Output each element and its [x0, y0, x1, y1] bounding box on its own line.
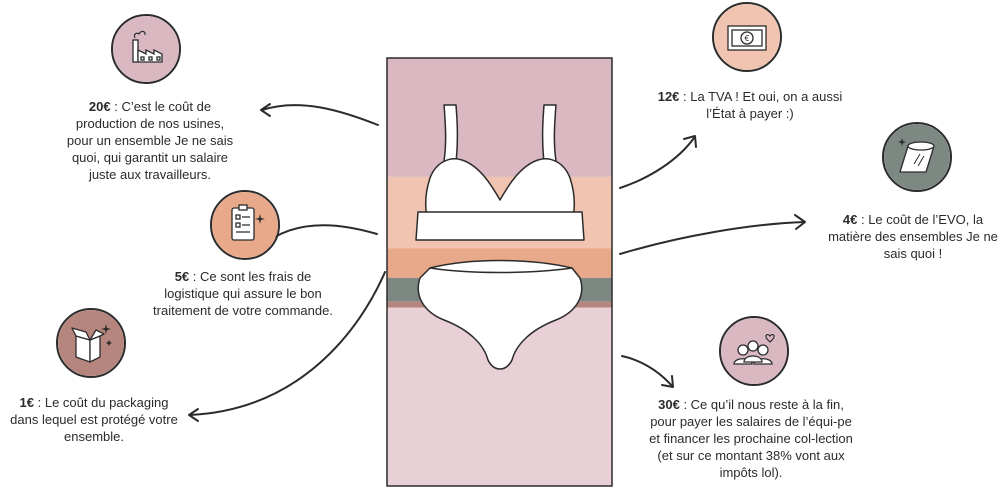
arrow-production: [261, 104, 379, 126]
label-margin: 30€ : Ce qu’il nous reste à la fin, pour…: [646, 396, 856, 481]
amount-production: 20€: [88, 99, 111, 114]
label-production: 20€ : C’est le coût de production de nos…: [62, 98, 238, 183]
svg-text:€: €: [744, 34, 749, 43]
label-logistics: 5€ : Ce sont les frais de logistique qui…: [150, 268, 336, 319]
text-logistics: : Ce sont les frais de logistique qui as…: [153, 269, 333, 318]
connector-arrows: [188, 103, 806, 422]
text-margin: : Ce qu’il nous reste à la fin, pour pay…: [649, 397, 853, 480]
text-vat: : La TVA ! Et oui, on a aussi l’État à p…: [679, 89, 843, 121]
arrow-packaging: [189, 271, 386, 416]
label-packaging: 1€ : Le coût du packaging dans lequel es…: [6, 394, 182, 445]
text-production: : C’est le coût de production de nos usi…: [66, 99, 234, 182]
arrow-vat: [619, 137, 695, 189]
team-icon: [719, 316, 789, 386]
clipboard-icon: [210, 190, 280, 260]
box-icon: [56, 308, 126, 378]
bra-illustration: [415, 104, 585, 241]
amount-logistics: 5€: [174, 269, 190, 284]
amount-fabric: 4€: [842, 212, 858, 227]
amount-vat: 12€: [657, 89, 680, 104]
banknote-icon: €: [712, 2, 782, 72]
text-fabric: : Le coût de l’EVO, la matière des ensem…: [828, 212, 998, 261]
fabric-roll-icon: [882, 122, 952, 192]
label-fabric: 4€ : Le coût de l’EVO, la matière des en…: [826, 211, 1000, 262]
text-packaging: : Le coût du packaging dans lequel est p…: [10, 395, 178, 444]
factory-icon: [111, 14, 181, 84]
arrow-margin: [621, 355, 673, 387]
amount-packaging: 1€: [19, 395, 35, 410]
briefs-illustration: [417, 259, 583, 370]
band-production: [387, 58, 612, 177]
amount-margin: 30€: [658, 397, 680, 412]
cost-block-outline: [386, 57, 613, 487]
label-vat: 12€ : La TVA ! Et oui, on a aussi l’État…: [650, 88, 850, 122]
arrow-fabric: [619, 221, 805, 255]
